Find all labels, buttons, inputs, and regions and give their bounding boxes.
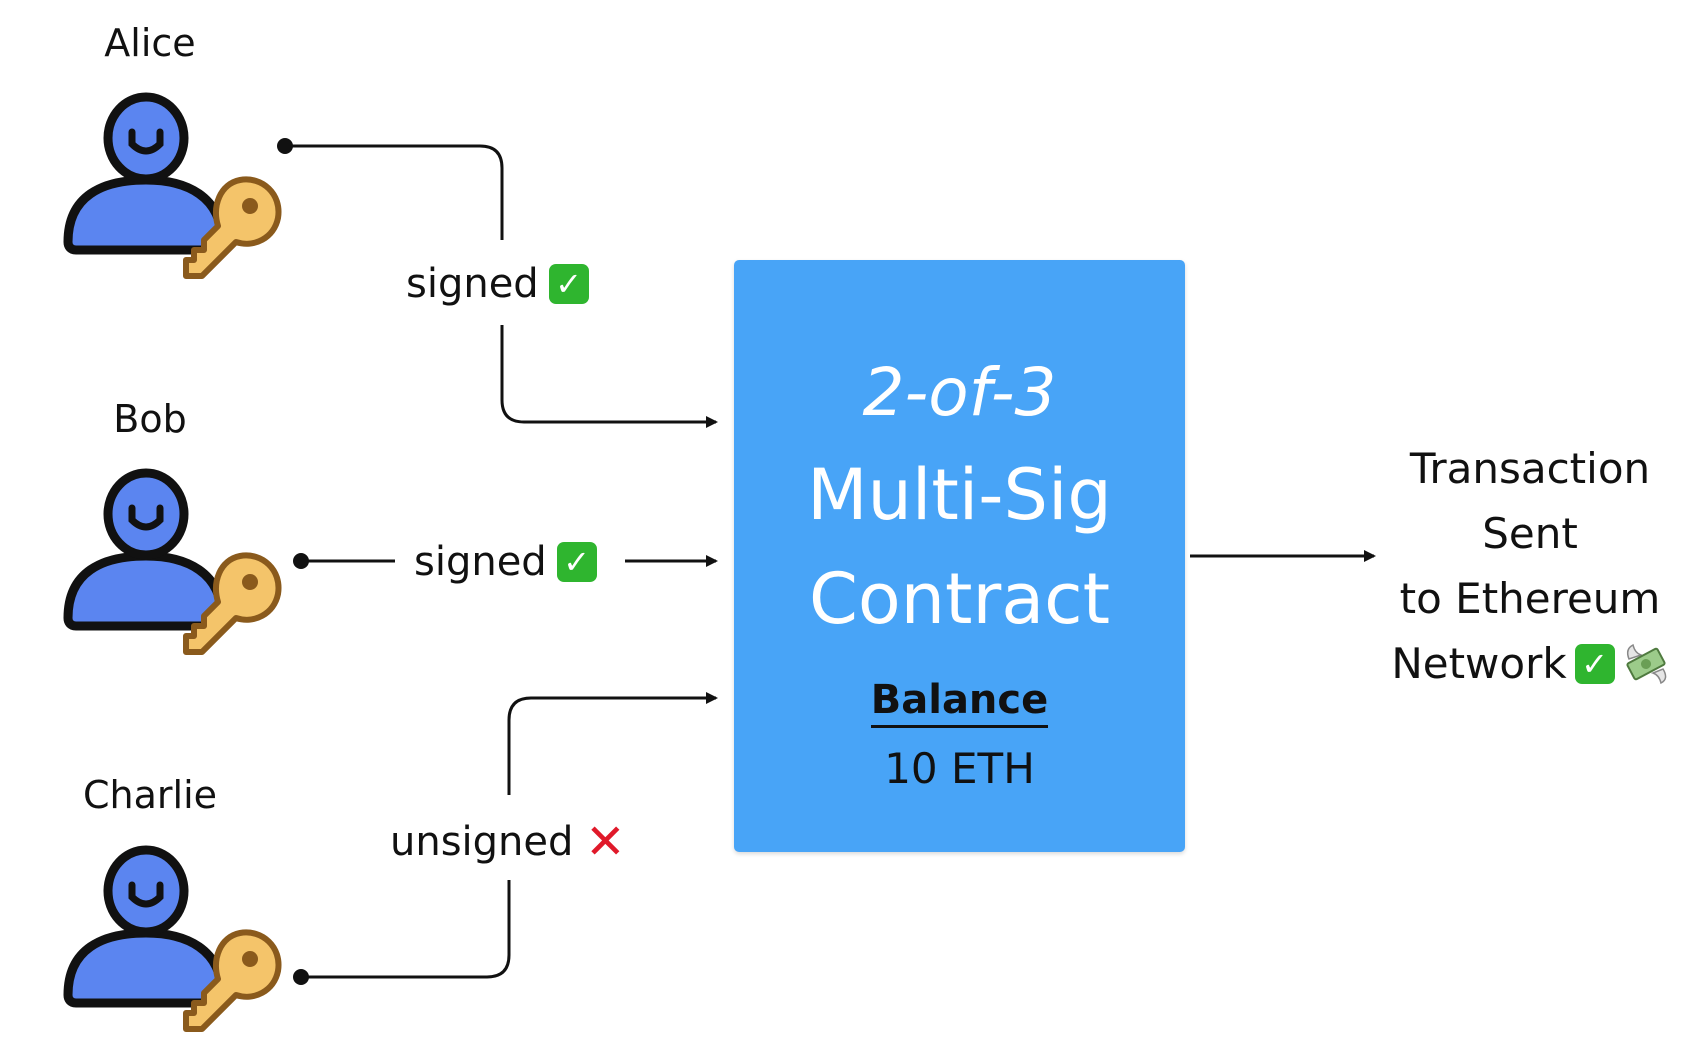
key-icon: [183, 176, 282, 279]
user-name-bob: Bob: [113, 397, 187, 441]
edge-label-charlie: unsigned ✕: [384, 814, 634, 870]
edge-label-bob: signed ✓: [408, 538, 603, 586]
edge-label-text: signed: [414, 539, 547, 585]
person-icon: [63, 92, 227, 255]
balance-label: Balance: [734, 677, 1185, 728]
result-line: Sent: [1482, 509, 1578, 558]
check-mark-icon: ✓: [548, 264, 589, 304]
key-icon: [183, 929, 282, 1032]
contract-title-line: Multi-Sig: [807, 454, 1112, 536]
person-icon: [63, 845, 227, 1008]
contract-title-line: Contract: [808, 558, 1111, 640]
cross-mark-icon: ✕: [585, 814, 626, 870]
multisig-contract-box: 2-of-3 Multi-Sig Contract Balance 10 ETH: [734, 260, 1185, 852]
result-line-network: Network ✓: [1380, 631, 1680, 696]
contract-threshold: 2-of-3: [862, 354, 1057, 431]
user-figure-alice: [62, 92, 292, 292]
edge-label-alice: signed ✓: [400, 260, 595, 308]
result-line: to Ethereum: [1399, 574, 1661, 623]
edge-label-text: signed: [406, 261, 539, 307]
person-icon: [63, 468, 227, 631]
balance-value: 10 ETH: [884, 744, 1035, 793]
transaction-result: Transaction Sent to Ethereum Network ✓: [1380, 436, 1680, 696]
check-mark-icon: ✓: [1574, 643, 1615, 684]
key-icon: [183, 552, 282, 655]
check-mark-icon: ✓: [556, 542, 597, 582]
result-line: Transaction: [1409, 444, 1651, 493]
user-name-charlie: Charlie: [82, 773, 218, 817]
money-with-wings-icon: [1626, 643, 1666, 684]
user-figure-charlie: [62, 845, 292, 1045]
user-name-alice: Alice: [104, 21, 196, 65]
result-network-text: Network: [1391, 639, 1567, 688]
user-figure-bob: [62, 468, 292, 668]
edge-label-text: unsigned: [390, 819, 574, 865]
